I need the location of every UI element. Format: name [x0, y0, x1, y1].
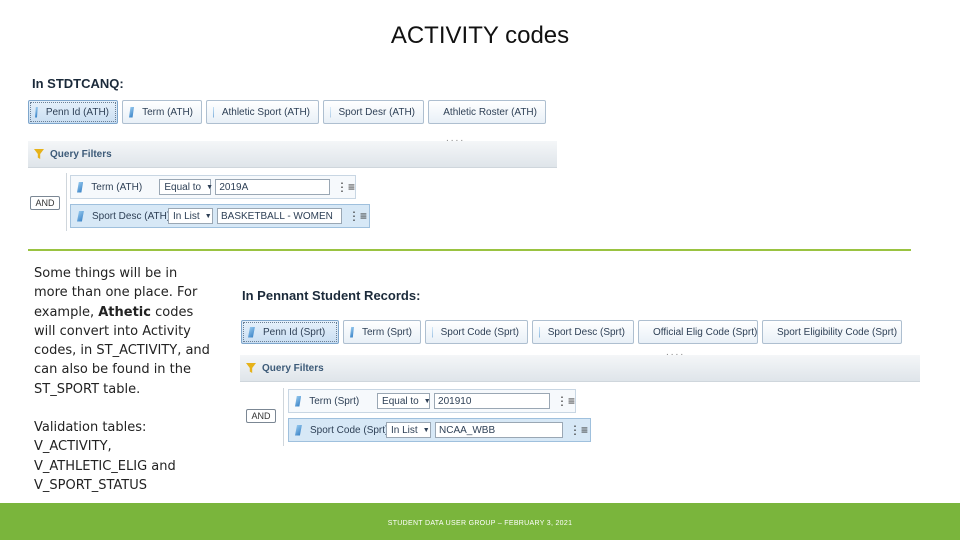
body-text-run: Some things will be in more than one pla… — [34, 266, 198, 320]
panel2-splitter-dots[interactable]: .... — [666, 347, 686, 358]
filter-operator-dropdown[interactable]: In List ▼ — [386, 422, 431, 438]
result-object-term[interactable]: Term (Sprt) — [343, 320, 421, 344]
filter-menu-icon[interactable]: ⋮≡ — [569, 423, 589, 437]
result-object-term[interactable]: Term (ATH) — [122, 100, 202, 124]
filter-operator-dropdown[interactable]: Equal to ▼ — [377, 393, 431, 409]
query-filters-label: Query Filters — [262, 362, 324, 374]
result-object-athletic-roster[interactable]: Athletic Roster (ATH) — [428, 100, 546, 124]
operator-label: In List — [391, 424, 418, 436]
filter-value-input[interactable]: 2019A — [215, 179, 330, 195]
dimension-object-icon — [330, 106, 331, 118]
filter-field-label: Term (ATH) — [91, 181, 143, 193]
result-object-sport-eligibility-code[interactable]: Sport Eligibility Code (Sprt) — [762, 320, 902, 344]
funnel-icon — [34, 149, 44, 159]
dimension-object-icon — [295, 424, 302, 436]
result-object-athletic-sport[interactable]: Athletic Sport (ATH) — [206, 100, 319, 124]
dimension-object-icon — [248, 326, 255, 338]
panel2-query-filters-bar[interactable]: Query Filters — [240, 355, 920, 382]
filter-menu-icon[interactable]: ⋮≡ — [555, 394, 575, 408]
result-object-official-elig-code[interactable]: Official Elig Code (Sprt) — [638, 320, 758, 344]
filter-operator-dropdown[interactable]: In List ▼ — [168, 208, 213, 224]
body-paragraph-1: Some things will be in more than one pla… — [34, 264, 214, 399]
filter-value-input[interactable]: 201910 — [434, 393, 550, 409]
panel1-filter-sport-desc[interactable]: Sport Desc (ATH) In List ▼ BASKETBALL - W… — [70, 204, 370, 228]
chevron-down-icon: ▼ — [206, 183, 213, 191]
chevron-down-icon: ▼ — [422, 426, 430, 434]
panel2-filter-sport-code[interactable]: Sport Code (Sprt) In List ▼ NCAA_WBB ⋮≡ — [288, 418, 591, 442]
result-object-penn-id[interactable]: Penn Id (Sprt) — [241, 320, 339, 344]
divider-line — [28, 249, 911, 251]
panel1-splitter-dots[interactable]: .... — [446, 133, 466, 144]
footer-bar: STUDENT DATA USER GROUP – FEBRUARY 3, 20… — [0, 503, 960, 540]
result-object-sport-desc[interactable]: Sport Desc (Sprt) — [532, 320, 634, 344]
result-object-label: Sport Desr (ATH) — [338, 106, 416, 118]
dimension-object-icon — [432, 326, 433, 338]
panel1-and-bracket — [66, 173, 67, 231]
filter-menu-icon[interactable]: ⋮≡ — [335, 180, 355, 194]
result-object-label: Term (Sprt) — [362, 326, 412, 338]
result-object-label: Penn Id (Sprt) — [263, 326, 326, 338]
dimension-object-icon — [35, 106, 38, 118]
dimension-object-icon — [129, 106, 135, 118]
result-object-label: Sport Code (Sprt) — [440, 326, 519, 338]
dimension-object-icon — [77, 210, 84, 222]
dimension-object-icon — [539, 326, 540, 338]
filter-value-input[interactable]: NCAA_WBB — [435, 422, 563, 438]
slide-title: ACTIVITY codes — [390, 22, 570, 49]
result-object-label: Athletic Roster (ATH) — [443, 106, 537, 118]
result-object-penn-id[interactable]: Penn Id (ATH) — [28, 100, 118, 124]
panel2-filter-term[interactable]: Term (Sprt) Equal to ▼ 201910 ⋮≡ — [288, 389, 576, 413]
result-object-label: Official Elig Code (Sprt) — [653, 326, 758, 338]
filter-menu-icon[interactable]: ⋮≡ — [348, 209, 368, 223]
operator-label: In List — [173, 210, 200, 222]
body-paragraph-2: Validation tables: V_ACTIVITY, V_ATHLETI… — [34, 420, 176, 493]
filter-operator-dropdown[interactable]: Equal to ▼ — [159, 179, 213, 195]
panel1-result-objects: Penn Id (ATH) Term (ATH) Athletic Sport … — [28, 100, 546, 124]
dimension-object-icon — [295, 395, 302, 407]
result-object-sport-desr[interactable]: Sport Desr (ATH) — [323, 100, 424, 124]
panel2-result-objects: Penn Id (Sprt) Term (Sprt) Sport Code (S… — [241, 320, 902, 344]
panel2-and-operator[interactable]: AND — [246, 409, 276, 423]
filter-value-input[interactable]: BASKETBALL - WOMEN — [217, 208, 342, 224]
dimension-object-icon — [77, 181, 84, 193]
panel1-filter-term[interactable]: Term (ATH) Equal to ▼ 2019A ⋮≡ — [70, 175, 356, 199]
query-filters-label: Query Filters — [50, 148, 112, 160]
panel1-query-filters-bar[interactable]: Query Filters — [28, 141, 557, 168]
result-object-sport-code[interactable]: Sport Code (Sprt) — [425, 320, 528, 344]
dimension-object-icon — [213, 106, 214, 118]
filter-field-label: Term (Sprt) — [309, 395, 360, 407]
filter-field-label: Sport Desc (ATH) — [92, 210, 168, 222]
footer-text: STUDENT DATA USER GROUP – FEBRUARY 3, 20… — [387, 520, 573, 527]
body-text: Some things will be in more than one pla… — [34, 264, 214, 495]
result-object-label: Penn Id (ATH) — [45, 106, 109, 118]
operator-label: Equal to — [382, 395, 419, 407]
result-object-label: Athletic Sport (ATH) — [221, 106, 310, 118]
body-text-run: codes will convert into Activity codes, … — [34, 304, 210, 397]
funnel-icon — [246, 363, 256, 373]
dimension-object-icon — [350, 326, 354, 338]
chevron-down-icon: ▼ — [423, 397, 431, 405]
panel2-and-bracket — [283, 388, 284, 446]
filter-field-label: Sport Code (Sprt) — [310, 424, 386, 436]
panel2-label: In Pennant Student Records: — [242, 288, 421, 303]
panel1-label: In STDTCANQ: — [32, 76, 124, 91]
operator-label: Equal to — [164, 181, 202, 193]
result-object-label: Sport Eligibility Code (Sprt) — [777, 326, 898, 338]
panel1-and-operator[interactable]: AND — [30, 196, 60, 210]
result-object-label: Term (ATH) — [142, 106, 193, 118]
body-text-bold: Athetic — [98, 304, 151, 320]
chevron-down-icon: ▼ — [204, 212, 212, 220]
result-object-label: Sport Desc (Sprt) — [547, 326, 625, 338]
